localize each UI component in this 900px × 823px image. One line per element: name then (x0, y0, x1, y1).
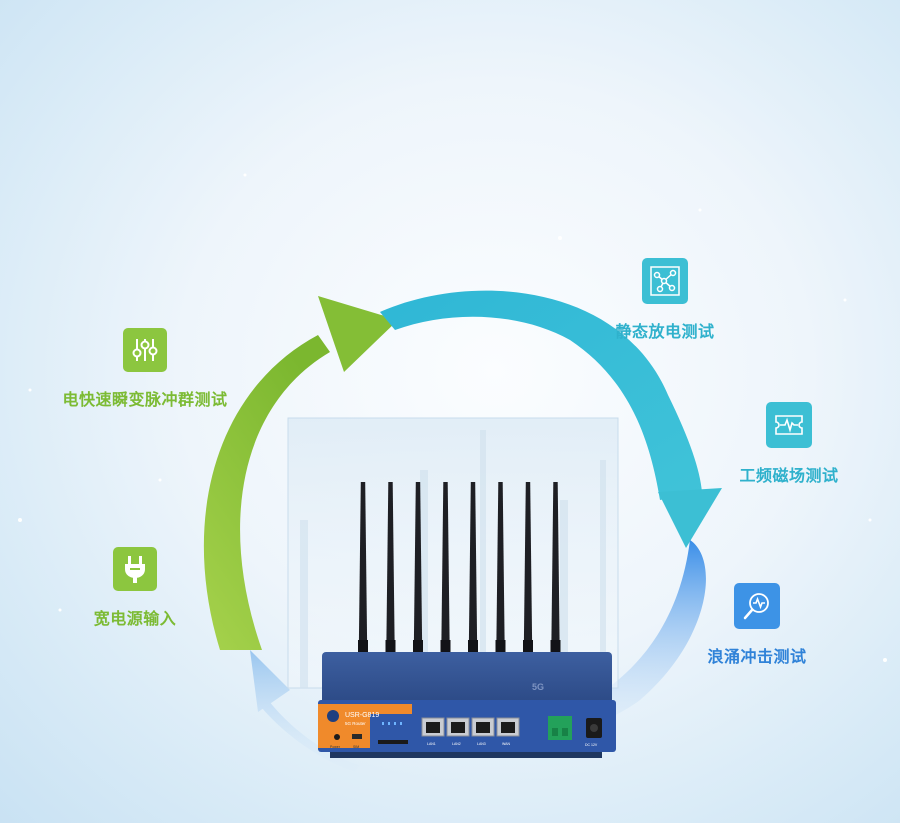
antenna (551, 482, 560, 650)
feature-surge-label: 浪涌冲击测试 (707, 647, 807, 666)
faded-arrow (250, 650, 360, 772)
ethernet-port-label: LAN3 (477, 742, 486, 746)
router-front-orange (318, 704, 370, 748)
antenna-base (413, 640, 423, 654)
router-5g-badge: 5G (532, 682, 544, 692)
brand-logo-icon (327, 710, 339, 722)
router-antennas (358, 482, 561, 654)
power-button (334, 734, 340, 740)
antenna-base (550, 640, 561, 654)
sim-slot (352, 734, 362, 739)
feature-surge-iconbox (734, 583, 780, 629)
network-nodes-icon (650, 266, 680, 296)
feature-esd: 静态放电测试 (603, 258, 727, 342)
card-slot (378, 740, 408, 744)
antenna (413, 482, 423, 650)
ethernet-ports: LAN1 LAN2 LAN3 WAN (421, 717, 520, 746)
sim-label: SIM (353, 745, 359, 749)
ethernet-port-socket (426, 722, 440, 733)
feature-surge: 浪涌冲击测试 (695, 583, 819, 667)
green-arrow-band (203, 335, 330, 650)
ethernet-port-label: WAN (502, 742, 511, 746)
power-label: Power (330, 745, 341, 749)
ethernet-port-socket (451, 722, 465, 733)
sliders-icon (132, 339, 158, 361)
antenna (441, 482, 450, 650)
router-feet (330, 752, 602, 758)
feature-magnetic: 工频磁场测试 (724, 402, 854, 486)
glass-bars (300, 430, 606, 688)
feature-magnetic-iconbox (766, 402, 812, 448)
feature-eft-iconbox (123, 328, 167, 372)
terminal-block (548, 716, 572, 740)
ethernet-port-socket (476, 722, 490, 733)
glass-panel (287, 417, 619, 689)
feature-eft: 电快速瞬变脉冲群测试 (55, 328, 235, 410)
magnifier-signal-icon (743, 593, 769, 620)
antenna (386, 482, 395, 650)
antenna (496, 482, 505, 650)
router-top (322, 652, 612, 704)
teal-arrow-head (658, 488, 722, 548)
background-sparkles (18, 173, 887, 662)
router-subtitle: 5G Router (345, 721, 366, 726)
ethernet-port-label: LAN2 (452, 742, 461, 746)
feature-magnetic-label: 工频磁场测试 (739, 466, 839, 485)
antenna (358, 482, 368, 650)
green-arrow-head (318, 296, 398, 372)
feature-esd-iconbox (642, 258, 688, 304)
router-model: USR-G819 (345, 712, 379, 719)
feature-power: 宽电源输入 (80, 547, 190, 629)
teal-arrow-band (380, 290, 702, 500)
antenna (523, 482, 533, 650)
feature-eft-label: 电快速瞬变脉冲群测试 (62, 390, 228, 409)
antenna-base (523, 640, 533, 654)
pulse-wave-icon (775, 415, 803, 435)
antenna-base (468, 640, 478, 654)
dc-label: DC 12V (585, 743, 598, 747)
status-leds (382, 722, 402, 725)
antenna (468, 482, 478, 650)
antenna-base (385, 640, 396, 654)
feature-esd-label: 静态放电测试 (615, 322, 715, 341)
antenna-base (358, 640, 368, 654)
router-front-orange-strip (370, 704, 412, 714)
antenna-base (440, 640, 451, 654)
ethernet-port-socket (501, 722, 515, 733)
feature-power-iconbox (113, 547, 157, 591)
ethernet-port-label: LAN1 (427, 742, 436, 746)
feature-power-label: 宽电源输入 (93, 609, 177, 628)
router: USR-G819 5G Router 5G Power SIM LAN1 LAN2… (318, 652, 616, 758)
power-plug-icon (125, 556, 145, 583)
antenna-base (495, 640, 506, 654)
